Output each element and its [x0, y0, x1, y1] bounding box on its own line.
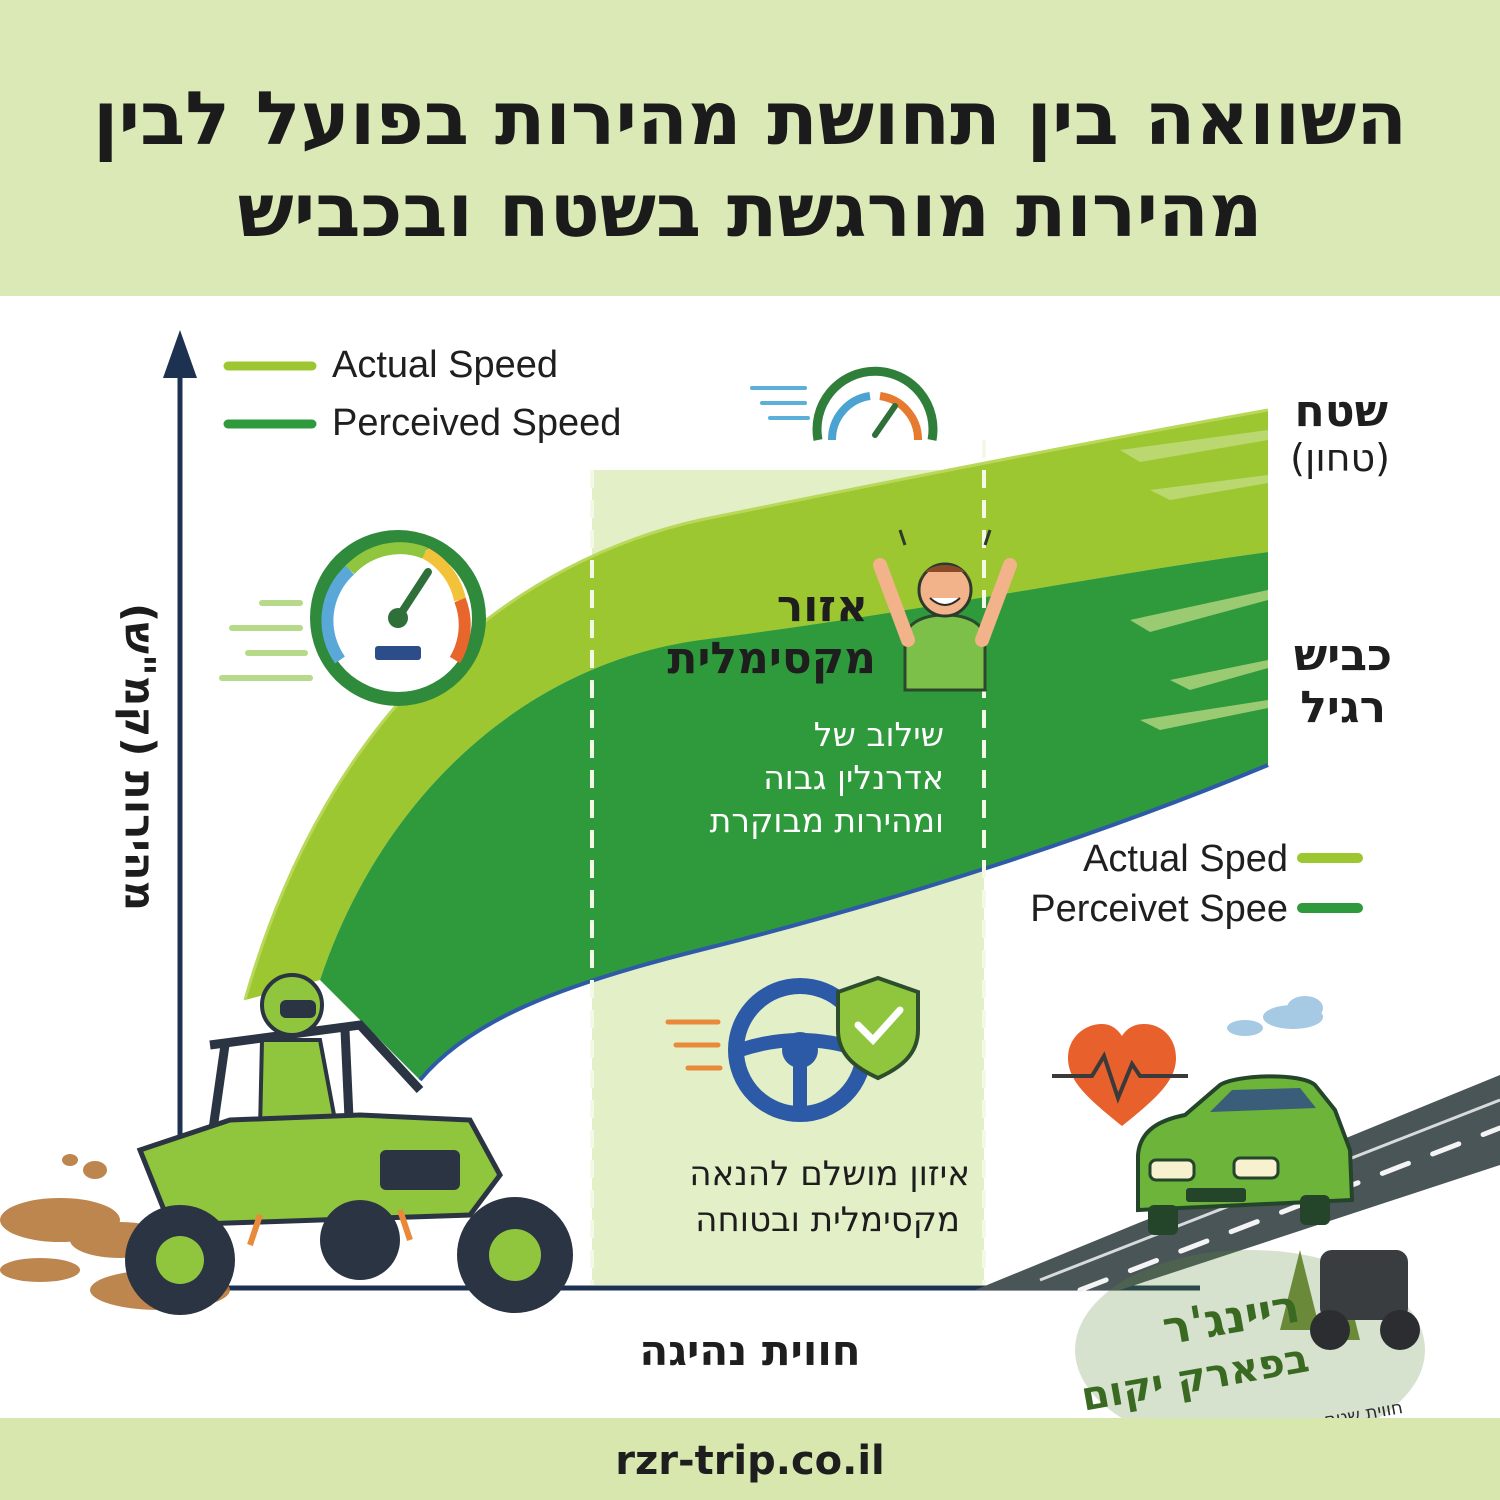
perceived-speed-band	[320, 552, 1268, 1080]
header-band	[0, 0, 1500, 296]
speedometer-icon	[219, 530, 486, 706]
road-sub-label: רגיל	[1300, 682, 1386, 733]
actual-speed-line	[243, 408, 1269, 1001]
zone-sub-line3: ומהירות מבוקרת	[709, 801, 944, 840]
zone-sub-line1: שילוב של	[813, 715, 944, 754]
actual-speed-band	[245, 410, 1268, 1000]
legend2-perceived-speed: Perceivet Spee	[1030, 888, 1288, 930]
small-speedometer-icon	[750, 366, 938, 441]
utv-rider-icon	[125, 973, 573, 1315]
cheering-person-icon	[873, 529, 1017, 692]
x-axis-label: חווית נהיגה	[639, 1326, 861, 1375]
clouds	[1227, 996, 1323, 1036]
road-label: כביש	[1293, 630, 1392, 681]
perceived-speed-line	[418, 763, 1269, 1082]
logo-mark	[1075, 1250, 1425, 1450]
legend-actual-speed: Actual Speed	[332, 344, 559, 386]
balance-line1: איזון מושלם להנאה	[689, 1154, 970, 1194]
legend2-actual-speed: Actual Sped	[1083, 838, 1288, 880]
band-streaks	[1120, 430, 1268, 730]
page-title-line2: מהירות מורגשת בשטח ובכביש	[237, 168, 1263, 254]
zone-title-line2: מקסימלית	[667, 633, 876, 684]
footer-url[interactable]: rzr-trip.co.il	[615, 1438, 885, 1484]
page-title-line1: השוואה בין תחושת מהירות בפועל לבין	[92, 76, 1408, 162]
balance-line2: מקסימלית ובטוחה	[695, 1200, 960, 1240]
car-icon	[1136, 1074, 1355, 1235]
y-axis-label: מהירות (קמ"ש)	[115, 602, 165, 912]
heart-pulse-icon	[1052, 1024, 1188, 1126]
footer-band	[0, 1418, 1500, 1500]
terrain-sub-label: (טחון)	[1290, 436, 1390, 480]
shield-check-icon	[836, 975, 920, 1081]
terrain-label: שטח	[1294, 386, 1388, 437]
zone-title-line1: אזור	[776, 581, 868, 632]
legend-perceived-speed: Perceived Speed	[332, 402, 622, 444]
zone-sub-line2: אדרנלין גבוה	[763, 758, 944, 797]
y-axis-arrow	[163, 330, 197, 378]
